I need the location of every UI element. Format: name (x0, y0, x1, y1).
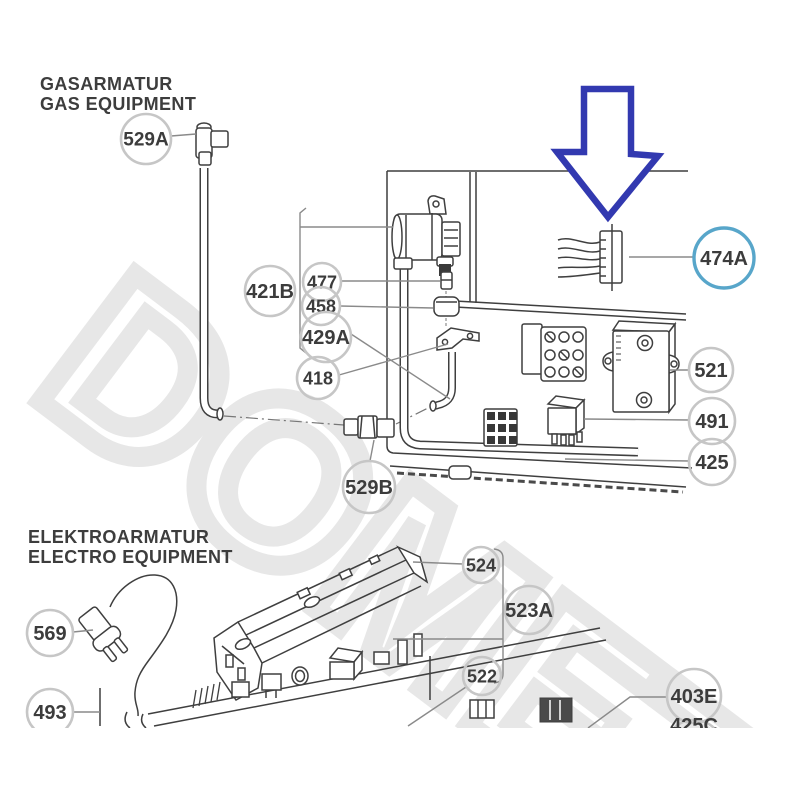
part-balloon-524[interactable]: 524 (461, 545, 501, 585)
part-balloon-529B[interactable]: 529B (341, 459, 397, 515)
part-balloon-529A[interactable]: 529A (119, 112, 173, 166)
gas-heading-line1: GASARMATUR (40, 74, 173, 94)
gas-heading-line2: GAS EQUIPMENT (40, 94, 197, 114)
burner-jet-drawing (440, 271, 453, 297)
part-balloon-493[interactable]: 493 (25, 687, 75, 737)
control-box-drawing (602, 320, 680, 415)
part-balloon-474A-highlighted[interactable]: 474A (692, 226, 756, 290)
svg-text:429A: 429A (302, 327, 350, 349)
electro-heading-line2: ELECTRO EQUIPMENT (28, 547, 233, 567)
part-balloon-403E[interactable]: 403E (665, 667, 723, 725)
svg-text:524: 524 (466, 556, 496, 576)
gas-valve-drawing (391, 195, 461, 276)
svg-text:523A: 523A (505, 600, 553, 622)
part-balloon-522[interactable]: 522 (461, 655, 503, 697)
svg-text:493: 493 (33, 702, 66, 724)
part-balloon-425[interactable]: 425 (687, 437, 737, 487)
highlight-arrow-icon (550, 85, 665, 223)
gas-section-heading: GASARMATUR GAS EQUIPMENT (40, 74, 196, 114)
burner-cup-drawing (433, 296, 460, 326)
svg-text:474A: 474A (700, 248, 748, 270)
union-fitting-drawing (343, 415, 395, 439)
leader-lines (72, 133, 694, 729)
burner-tube-drawing (429, 352, 456, 412)
svg-text:529A: 529A (123, 130, 169, 151)
mounting-plate-drawing (454, 300, 687, 321)
part-balloon-418[interactable]: 418 (295, 355, 341, 401)
burner-bracket-drawing (436, 327, 480, 351)
panel-outline-drawing (386, 170, 693, 494)
part-balloon-521[interactable]: 521 (687, 346, 735, 394)
power-cable-drawing (109, 574, 178, 729)
corner-fitting-drawing (195, 122, 229, 166)
part-balloon-569[interactable]: 569 (25, 608, 75, 658)
svg-text:403E: 403E (671, 686, 718, 708)
svg-text:522: 522 (467, 667, 497, 687)
part-balloon-491[interactable]: 491 (687, 396, 737, 446)
svg-text:521: 521 (694, 360, 727, 382)
terminal-block-drawing (521, 323, 587, 382)
svg-text:529B: 529B (345, 477, 393, 499)
electro-heading-line1: ELEKTROARMATUR (28, 527, 210, 547)
part-balloon-425C-clipped[interactable]: 425C (663, 715, 725, 780)
svg-text:491: 491 (695, 411, 728, 433)
diagram-canvas: DOMETIC (0, 85, 800, 800)
small-terminal-block-drawing (483, 408, 518, 447)
svg-text:421B: 421B (246, 281, 294, 303)
relay-drawing (546, 395, 586, 446)
part-balloons: 529A 421B 477 458 429A 418 (25, 112, 756, 780)
wire-harness-drawing (557, 224, 623, 291)
svg-text:425C: 425C (670, 715, 718, 728)
board-assembly-drawing (147, 627, 607, 727)
part-balloon-429A[interactable]: 429A (299, 310, 353, 364)
valve-outlet-pipe-drawing (399, 268, 639, 457)
svg-text:418: 418 (303, 369, 333, 389)
svg-text:569: 569 (33, 623, 66, 645)
electro-section-heading: ELEKTROARMATUR ELECTRO EQUIPMENT (28, 527, 233, 567)
svg-text:425: 425 (695, 452, 728, 474)
part-balloon-523A[interactable]: 523A (503, 584, 555, 636)
part-balloon-421B[interactable]: 421B (243, 264, 297, 318)
gas-pipe-drawing (199, 168, 224, 421)
rail-drawing (213, 545, 429, 701)
power-plug-drawing (78, 606, 129, 663)
